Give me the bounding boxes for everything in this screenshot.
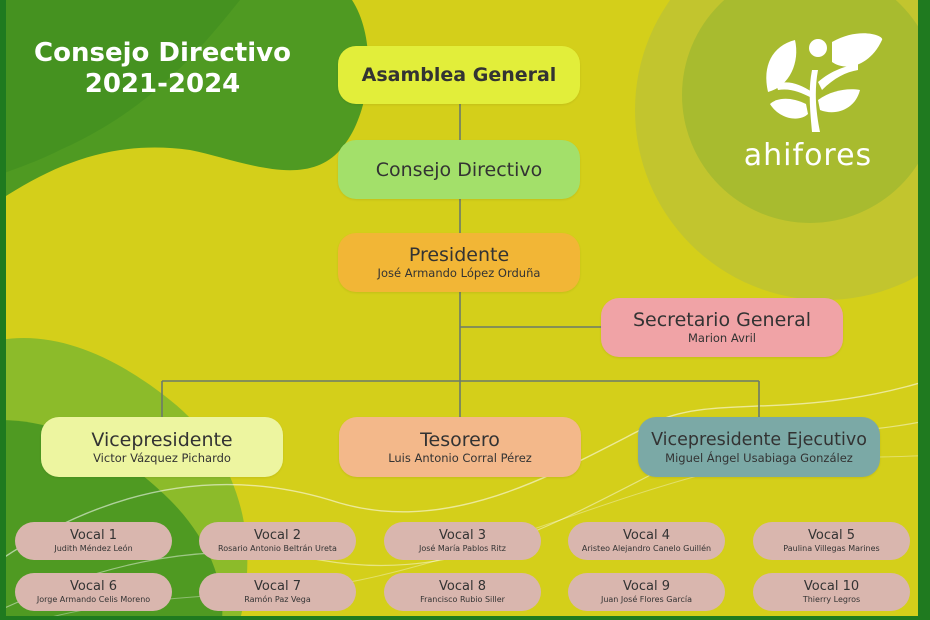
vocal-card: Vocal 2 Rosario Antonio Beltrán Ureta [199, 522, 356, 560]
bg-blob-top-left-shade [0, 0, 240, 175]
node-secretario-general: Secretario General Marion Avril [601, 298, 843, 357]
vocal-name: Judith Méndez León [54, 544, 133, 553]
node-presidente: Presidente José Armando López Orduña [338, 233, 580, 292]
node-title: Asamblea General [361, 64, 557, 86]
vocal-name: Rosario Antonio Beltrán Ureta [218, 544, 337, 553]
vocal-title: Vocal 3 [439, 528, 486, 543]
sprout-person-icon [766, 33, 883, 132]
vocal-card: Vocal 7 Ramón Paz Vega [199, 573, 356, 611]
vocal-card: Vocal 1 Judith Méndez León [15, 522, 172, 560]
page-title-line1: Consejo Directivo [34, 38, 291, 68]
vocal-title: Vocal 6 [70, 579, 117, 594]
page-title: Consejo Directivo 2021-2024 [30, 38, 295, 100]
bg-wave-line-1 [0, 379, 930, 561]
vocal-name: Thierry Legros [802, 595, 861, 604]
frame-right [918, 0, 930, 620]
vocal-card: Vocal 9 Juan José Flores García [568, 573, 725, 611]
vocal-title: Vocal 2 [254, 528, 301, 543]
node-vicepresidente-ejecutivo: Vicepresidente Ejecutivo Miguel Ángel Us… [638, 417, 880, 477]
vocal-card: Vocal 8 Francisco Rubio Siller [384, 573, 541, 611]
node-consejo-directivo: Consejo Directivo [338, 140, 580, 199]
vocal-name: José María Pablos Ritz [418, 544, 507, 553]
vocal-name: Francisco Rubio Siller [420, 595, 505, 604]
logo-text: ahifores [743, 138, 873, 173]
node-title: Secretario General [632, 309, 811, 331]
vocal-name: Ramón Paz Vega [244, 595, 311, 604]
vocal-title: Vocal 10 [803, 579, 860, 594]
vocal-title: Vocal 5 [808, 528, 855, 543]
vocal-name: Aristeo Alejandro Canelo Guillén [581, 544, 712, 553]
node-title: Tesorero [420, 428, 500, 451]
node-title: Consejo Directivo [375, 158, 543, 181]
vocal-title: Vocal 1 [70, 528, 117, 543]
node-title: Presidente [408, 244, 510, 266]
node-person-name: José Armando López Orduña [377, 266, 541, 280]
frame-left [0, 0, 6, 620]
node-person-name: Victor Vázquez Pichardo [93, 450, 231, 465]
vocal-card: Vocal 4 Aristeo Alejandro Canelo Guillén [568, 522, 725, 560]
node-person-name: Marion Avril [688, 331, 756, 345]
vocal-card: Vocal 3 José María Pablos Ritz [384, 522, 541, 560]
node-tesorero: Tesorero Luis Antonio Corral Pérez [339, 417, 581, 477]
node-title: Vicepresidente [91, 428, 233, 451]
node-asamblea-general: Asamblea General [338, 46, 580, 104]
node-person-name: Luis Antonio Corral Pérez [388, 450, 532, 465]
vocal-title: Vocal 8 [439, 579, 486, 594]
node-title: Vicepresidente Ejecutivo [651, 429, 867, 450]
vocal-title: Vocal 4 [623, 528, 670, 543]
node-person-name: Miguel Ángel Usabiaga González [665, 450, 853, 465]
vocal-name: Jorge Armando Celis Moreno [36, 595, 151, 604]
page-title-line2: 2021-2024 [84, 69, 241, 99]
vocal-card: Vocal 5 Paulina Villegas Marines [753, 522, 910, 560]
node-vicepresidente: Vicepresidente Victor Vázquez Pichardo [41, 417, 283, 477]
vocal-name: Juan José Flores García [600, 595, 693, 604]
vocal-card: Vocal 6 Jorge Armando Celis Moreno [15, 573, 172, 611]
vocal-title: Vocal 7 [254, 579, 301, 594]
vocal-title: Vocal 9 [623, 579, 670, 594]
frame-bottom [0, 616, 930, 620]
vocal-card: Vocal 10 Thierry Legros [753, 573, 910, 611]
vocal-name: Paulina Villegas Marines [783, 544, 880, 553]
